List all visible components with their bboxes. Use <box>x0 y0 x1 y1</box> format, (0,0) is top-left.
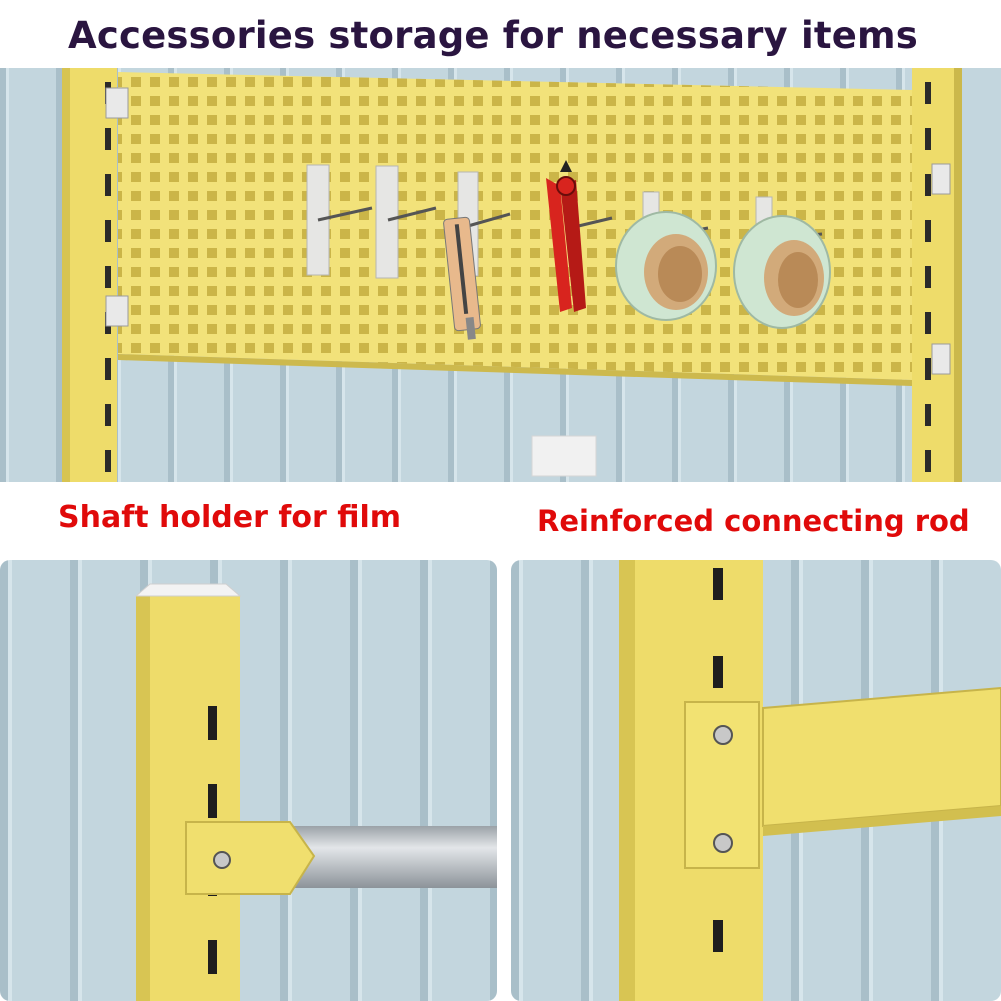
shaft-holder-photo <box>0 560 497 1001</box>
left-upright <box>62 68 117 482</box>
caption-connecting-rod: Reinforced connecting rod <box>537 504 970 538</box>
tape-roll-icon-2 <box>733 215 831 329</box>
page-title: Accessories storage for necessary items <box>68 14 919 57</box>
connecting-rod-illustration <box>511 560 1001 1001</box>
caption-shaft-holder: Shaft holder for film <box>58 500 402 535</box>
clothes-rod-icon <box>290 826 497 888</box>
screw-icon <box>713 725 733 745</box>
pegboard-photo <box>0 68 1001 482</box>
shaft-holder-illustration <box>0 560 497 1001</box>
mount-brackets <box>105 87 951 375</box>
pliers-icon <box>546 160 586 312</box>
connecting-rod-photo <box>511 560 1001 1001</box>
wall-fixture <box>531 435 597 477</box>
utility-knife-icon <box>443 216 481 340</box>
screw-icon <box>713 833 733 853</box>
tape-roll-icon-1 <box>615 211 717 321</box>
rod-bracket <box>185 821 316 895</box>
wall-background <box>0 560 497 1001</box>
right-upright <box>912 68 962 482</box>
pegboard-illustration <box>0 68 1001 482</box>
upright-post <box>134 583 242 1001</box>
pegboard-panel <box>118 72 912 386</box>
connecting-rod-icon <box>762 686 1001 836</box>
screw-icon <box>213 851 231 869</box>
